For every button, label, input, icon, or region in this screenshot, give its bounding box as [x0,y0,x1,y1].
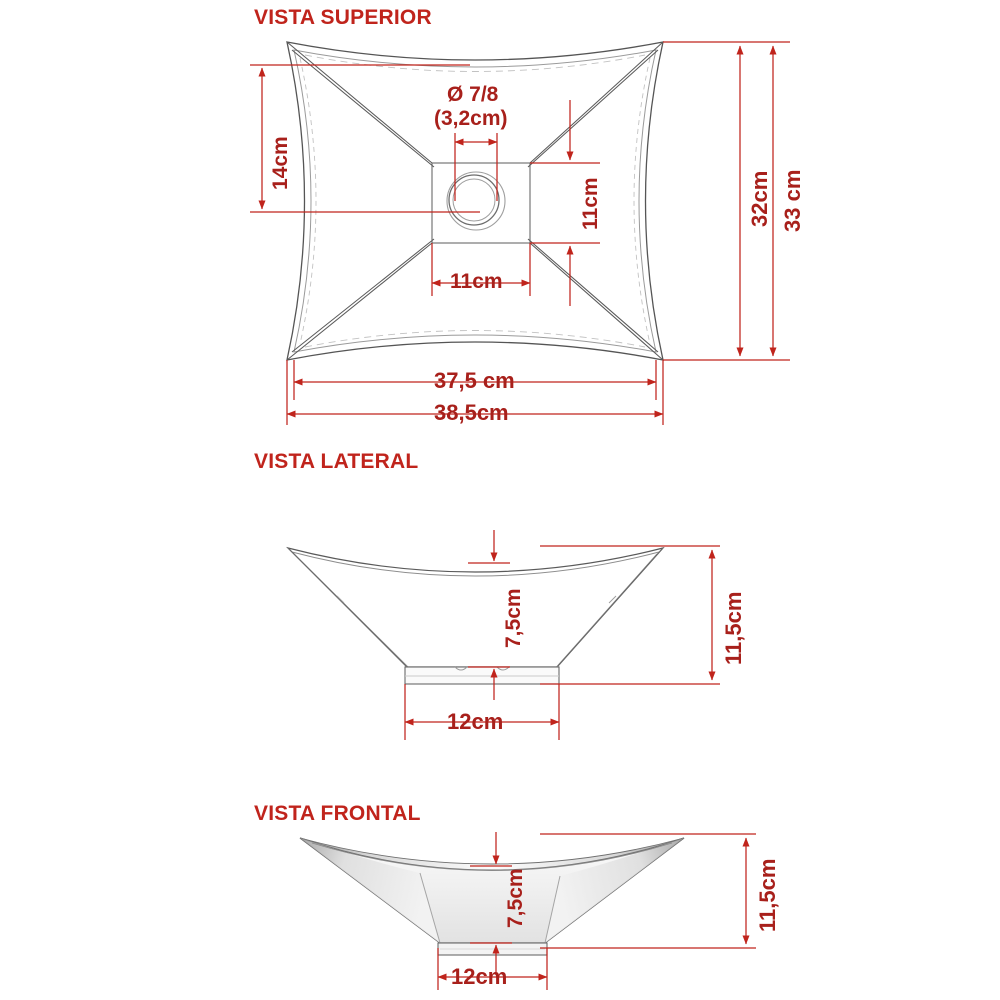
drain-hole [446,171,506,231]
dim-side-base-width: 12cm [447,709,504,734]
dim-top-overall-depth-outer: 33 cm [780,169,805,232]
dim-drain-diameter-metric: (3,2cm) [434,107,508,130]
top-right-contour [633,57,651,345]
front-right-wall-shade [545,838,684,943]
dim-front-bowl-depth: 7,5cm [504,868,527,928]
top-view-dimension-lines [250,41,790,425]
front-inner-rim-curve [311,842,673,871]
dim-drain-diameter-imperial: Ø 7/8 [447,83,499,106]
top-edge-contour [304,54,646,72]
side-view-geometry [286,546,665,685]
side-right-wall-outer [557,547,664,667]
dim-top-left-offset: 14cm [269,136,292,190]
side-drain-detail-right [496,666,510,671]
bottom-edge-contour [304,330,646,348]
dim-top-overall-depth-inner: 32cm [747,170,772,227]
side-drain-detail-left [454,666,468,671]
front-view-dimension-lines [437,832,756,990]
dim-top-overall-width-inner: 37,5 cm [434,368,515,393]
side-bowl-outline [286,546,665,668]
dim-top-overall-width-outer: 38,5cm [434,400,509,425]
dim-side-overall-height: 11,5cm [721,591,746,665]
dim-front-base-width: 12cm [451,964,508,989]
dim-side-bowl-depth: 7,5cm [502,588,525,648]
front-right-fold-line [544,875,561,944]
side-inner-rim [291,551,660,577]
dim-front-overall-height: 11,5cm [755,858,780,932]
side-right-fold-tick [608,595,617,604]
front-left-wall-shade [300,838,440,943]
top-fold-lines [286,41,664,361]
side-view-dimension-lines [404,530,720,740]
side-base-plate [404,666,560,685]
dim-top-base-width: 11cm [450,270,503,293]
top-view-geometry [286,41,664,361]
view-title-side: VISTA LATERAL [254,450,419,473]
view-title-front: VISTA FRONTAL [254,802,421,825]
top-inner-rim-outline [293,49,657,353]
side-left-wall-outer [287,547,407,667]
view-title-top: VISTA SUPERIOR [254,6,432,29]
front-left-fold-line [419,872,441,944]
front-view-geometry [299,837,685,956]
top-left-contour [299,57,317,345]
side-left-fold-tick [336,595,345,604]
dim-top-base-depth: 11cm [579,177,602,230]
